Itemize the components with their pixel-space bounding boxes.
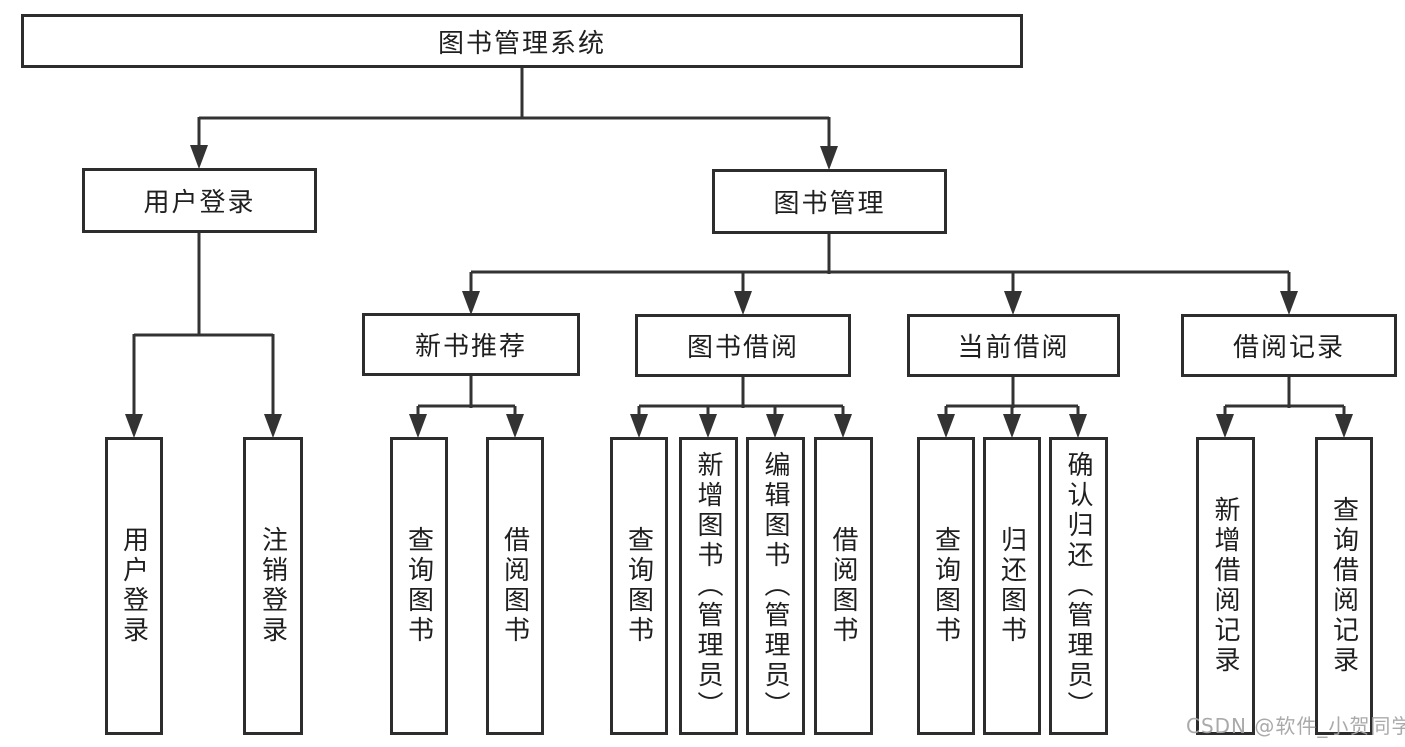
leaf-confirm-return-admin: 确认归还（管理员） [1049, 437, 1108, 735]
leaf-query-books-borrow: 查询图书 [610, 437, 668, 735]
csdn-watermark: CSDN @软件_小贺同学 [1186, 714, 1405, 738]
leaf-label: 归还图书 [996, 526, 1027, 646]
node-user-login: 用户登录 [82, 168, 317, 233]
leaf-borrow-books: 借阅图书 [814, 437, 873, 735]
node-label: 借阅记录 [1232, 333, 1345, 363]
leaf-label: 新增借阅记录 [1210, 496, 1240, 676]
node-book-borrowing: 图书借阅 [635, 314, 851, 377]
leaf-label: 注销登录 [257, 526, 288, 646]
node-new-book-recommendation: 新书推荐 [362, 313, 580, 376]
node-book-management: 图书管理 [712, 169, 947, 234]
node-label: 图书管理 [773, 189, 886, 219]
leaf-label: 借阅图书 [499, 526, 530, 646]
node-label: 用户登录 [143, 188, 256, 218]
leaf-return-book: 归还图书 [983, 437, 1041, 735]
node-label: 图书管理系统 [437, 28, 606, 59]
node-label: 当前借阅 [957, 333, 1070, 363]
leaf-query-books-current: 查询图书 [917, 437, 975, 735]
node-library-management-system: 图书管理系统 [21, 14, 1023, 68]
leaf-borrow-books-recommend: 借阅图书 [486, 437, 544, 735]
leaf-logout: 注销登录 [243, 437, 303, 735]
node-current-borrowing: 当前借阅 [907, 314, 1120, 377]
leaf-add-book-admin: 新增图书（管理员） [679, 437, 738, 735]
leaf-query-borrow-record: 查询借阅记录 [1315, 437, 1373, 735]
leaf-label: 查询图书 [403, 526, 434, 646]
leaf-query-books-recommend: 查询图书 [390, 437, 448, 735]
leaf-label: 用户登录 [118, 526, 149, 646]
leaf-label: 确认归还（管理员） [1063, 451, 1093, 721]
leaf-label: 查询图书 [623, 526, 654, 646]
leaf-label: 借阅图书 [828, 526, 858, 646]
leaf-label: 编辑图书（管理员） [760, 451, 790, 721]
node-label: 新书推荐 [414, 332, 527, 362]
node-borrowing-records: 借阅记录 [1181, 314, 1397, 377]
leaf-label: 查询借阅记录 [1328, 496, 1359, 676]
leaf-add-borrow-record: 新增借阅记录 [1196, 437, 1255, 735]
node-label: 图书借阅 [686, 333, 799, 363]
leaf-label: 查询图书 [930, 526, 961, 646]
arrowheads [125, 145, 1353, 438]
leaf-user-login: 用户登录 [105, 437, 163, 735]
leaf-edit-book-admin: 编辑图书（管理员） [746, 437, 805, 735]
leaf-label: 新增图书（管理员） [693, 451, 723, 721]
